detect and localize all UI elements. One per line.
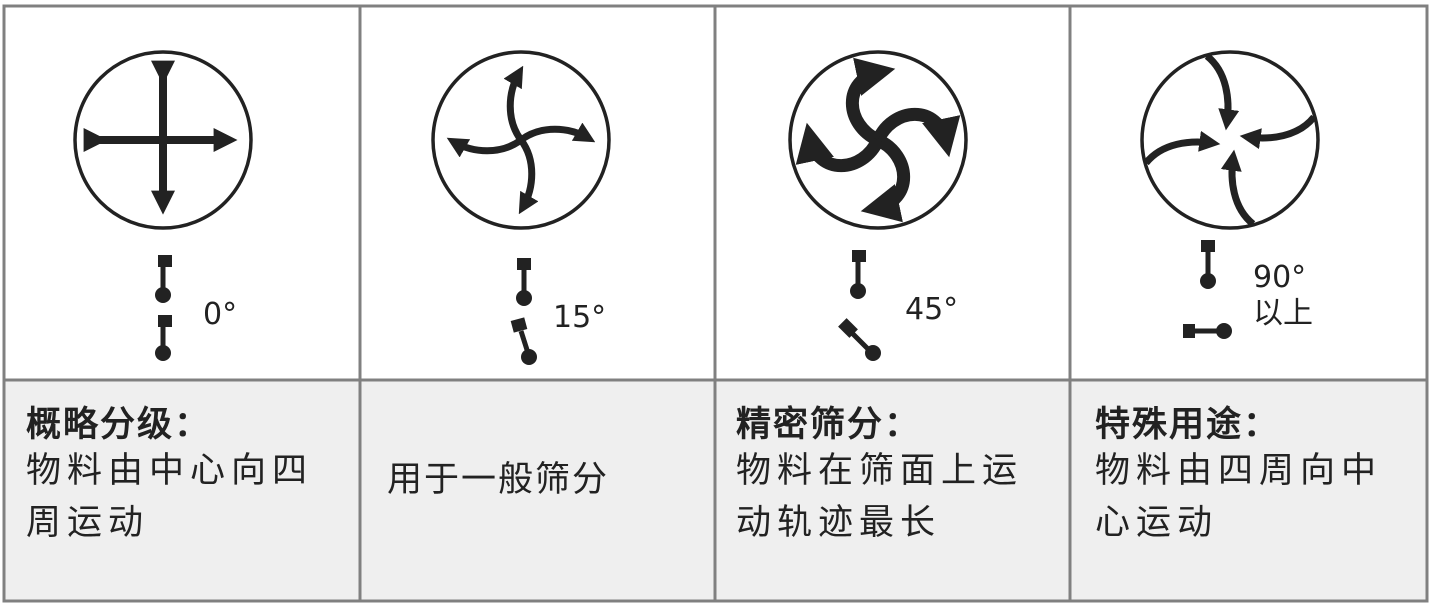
swirl-motion-icon: [431, 50, 611, 230]
radial-desc-line-2: 周运动: [26, 503, 150, 543]
spiral-title: 精密筛分：: [736, 405, 922, 445]
swirl-description-cell: 用于一般筛分: [387, 454, 707, 506]
radial-desc-line-1: 物料由中心向四: [26, 451, 314, 491]
inward-desc-line-1: 物料由四周向中: [1095, 451, 1383, 491]
radial-title: 概略分级：: [26, 405, 212, 445]
inward-title: 特殊用途：: [1095, 405, 1281, 445]
weight-position-45-icon: [838, 250, 881, 361]
inward-description-cell: 特殊用途： 物料由四周向中 心运动: [1095, 405, 1420, 549]
inward-desc-line-2: 心运动: [1095, 503, 1219, 543]
radial-motion-icon: [73, 50, 253, 230]
weight-position-0-icon: [155, 255, 172, 361]
spiral-description-cell: 精密筛分： 物料在筛面上运 动轨迹最长: [736, 405, 1061, 549]
angle-label-90: 90° 以上: [1253, 260, 1313, 331]
angle-label-45: 45°: [905, 292, 959, 327]
weight-position-90-icon: [1183, 240, 1232, 339]
inward-motion-icon: [1140, 50, 1320, 230]
table-grid: [2, 4, 1429, 603]
swirl-desc-line-1: 用于一般筛分: [387, 460, 610, 500]
angle-label-0: 0°: [203, 297, 238, 332]
weight-position-15-icon: [510, 258, 537, 365]
spiral-motion-icon: [788, 50, 968, 230]
spiral-desc-line-2: 动轨迹最长: [736, 503, 942, 543]
spiral-desc-line-1: 物料在筛面上运: [736, 451, 1024, 491]
angle-label-15: 15°: [553, 300, 607, 335]
radial-description-cell: 概略分级： 物料由中心向四 周运动: [26, 405, 351, 549]
